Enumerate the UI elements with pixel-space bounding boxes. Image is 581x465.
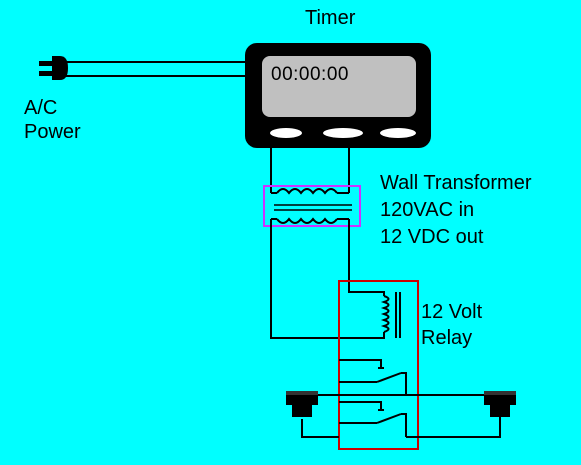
relay-box	[338, 280, 419, 450]
timer-label: Timer	[305, 7, 356, 29]
transformer-symbol	[263, 185, 361, 227]
timer-button-right	[380, 128, 416, 138]
timer-button-left	[270, 128, 302, 138]
relay-coil-icon	[380, 292, 401, 338]
ac-power-label-line1: A/C	[24, 97, 58, 119]
timer-unit	[245, 43, 431, 148]
relay-label-line2: Relay	[421, 327, 473, 349]
relay-label-line1: 12 Volt	[421, 301, 483, 323]
outlet-icon	[484, 391, 516, 417]
ac-power-label-line2: Power	[24, 121, 81, 143]
timer-button-middle	[323, 128, 363, 138]
transformer-label-line2: 120VAC in	[380, 199, 475, 221]
relay-contacts	[339, 359, 407, 437]
outlet-icon	[286, 391, 318, 417]
ac-plug-icon	[39, 56, 68, 80]
timer-display-readout: 00:00:00	[271, 64, 349, 85]
outlet-wiring	[301, 394, 501, 438]
ac-power-cord	[62, 61, 246, 77]
transformer-label-line3: 12 VDC out	[380, 226, 484, 248]
timer-display	[262, 56, 416, 117]
transformer-label-line1: Wall Transformer	[380, 172, 532, 194]
